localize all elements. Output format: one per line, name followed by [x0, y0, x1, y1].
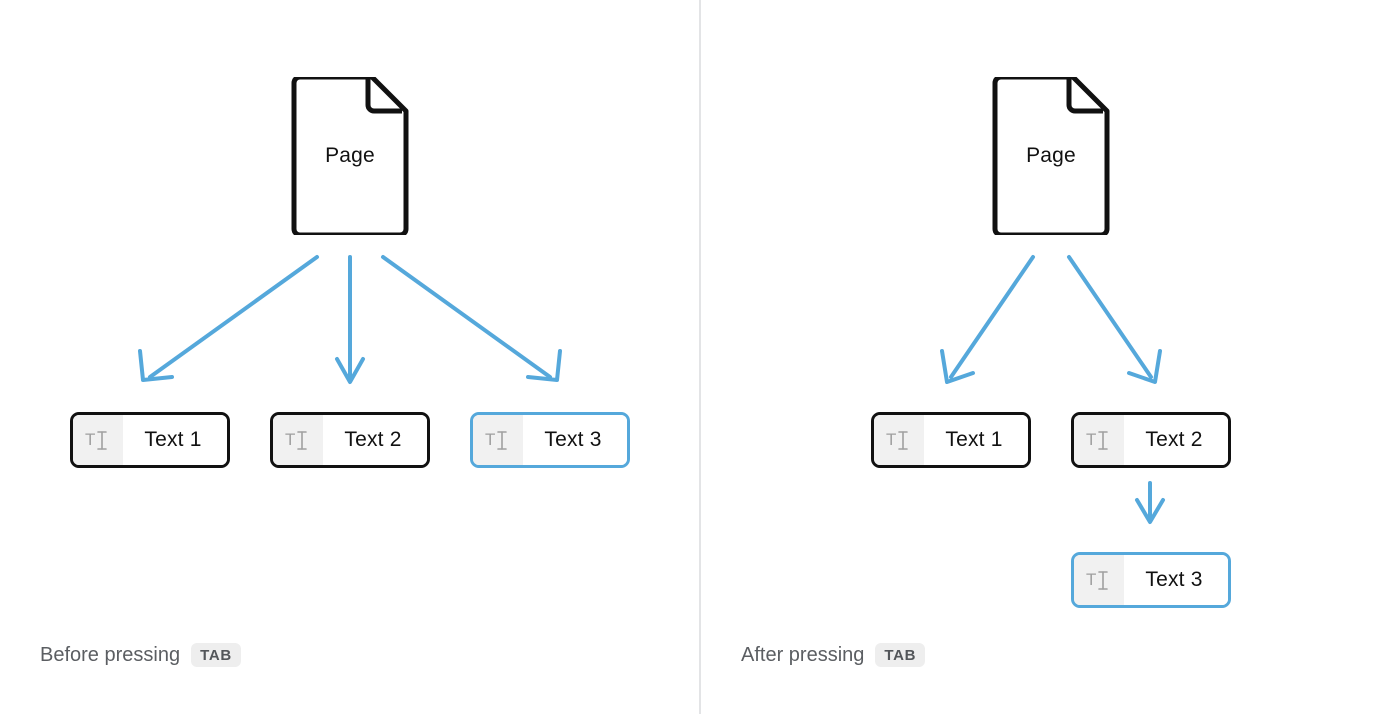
svg-text:T: T [485, 430, 495, 449]
arrow-page-to-text2 [1067, 255, 1162, 384]
text-field-label: Text 1 [123, 415, 227, 465]
caption-before: Before pressing TAB [40, 643, 241, 667]
panel-before-pressing-tab: Page T Text 1 T [0, 0, 699, 714]
text-cursor-icon: T [1074, 415, 1124, 465]
text-cursor-icon: T [874, 415, 924, 465]
text-field-node-2[interactable]: T Text 2 [270, 412, 430, 468]
caption-after: After pressing TAB [741, 643, 926, 667]
panel-after-pressing-tab: Page T Text 1 T [701, 0, 1400, 714]
text-cursor-icon: T [73, 415, 123, 465]
caption-text: After pressing [741, 643, 865, 666]
page-node[interactable]: Page [290, 77, 410, 235]
svg-text:T: T [285, 430, 295, 449]
text-field-node-1[interactable]: T Text 1 [70, 412, 230, 468]
arrow-page-to-text1 [940, 255, 1035, 384]
text-field-label: Text 2 [1124, 415, 1228, 465]
text-field-node-3-selected[interactable]: T Text 3 [470, 412, 630, 468]
text-cursor-icon: T [473, 415, 523, 465]
text-field-label: Text 1 [924, 415, 1028, 465]
page-label: Page [325, 144, 375, 167]
arrow-page-to-text3 [381, 255, 562, 382]
text-field-label: Text 2 [323, 415, 427, 465]
text-cursor-icon: T [273, 415, 323, 465]
svg-text:T: T [1086, 570, 1096, 589]
svg-text:T: T [85, 430, 95, 449]
page-label: Page [1026, 144, 1076, 167]
text-field-node-1[interactable]: T Text 1 [871, 412, 1031, 468]
tab-key-badge: TAB [875, 643, 926, 667]
svg-text:T: T [1086, 430, 1096, 449]
arrow-text2-to-text3 [1135, 481, 1165, 524]
text-field-node-3-selected[interactable]: T Text 3 [1071, 552, 1231, 608]
caption-text: Before pressing [40, 643, 181, 666]
page-document-icon [291, 77, 409, 235]
arrow-page-to-text2 [335, 255, 365, 384]
arrow-page-to-text1 [138, 255, 319, 382]
page-node[interactable]: Page [991, 77, 1111, 235]
text-field-label: Text 3 [1124, 555, 1228, 605]
text-field-label: Text 3 [523, 415, 627, 465]
panel-divider [699, 0, 701, 714]
svg-text:T: T [886, 430, 896, 449]
text-field-node-2[interactable]: T Text 2 [1071, 412, 1231, 468]
text-cursor-icon: T [1074, 555, 1124, 605]
page-document-icon [992, 77, 1110, 235]
tab-key-badge: TAB [191, 643, 241, 667]
